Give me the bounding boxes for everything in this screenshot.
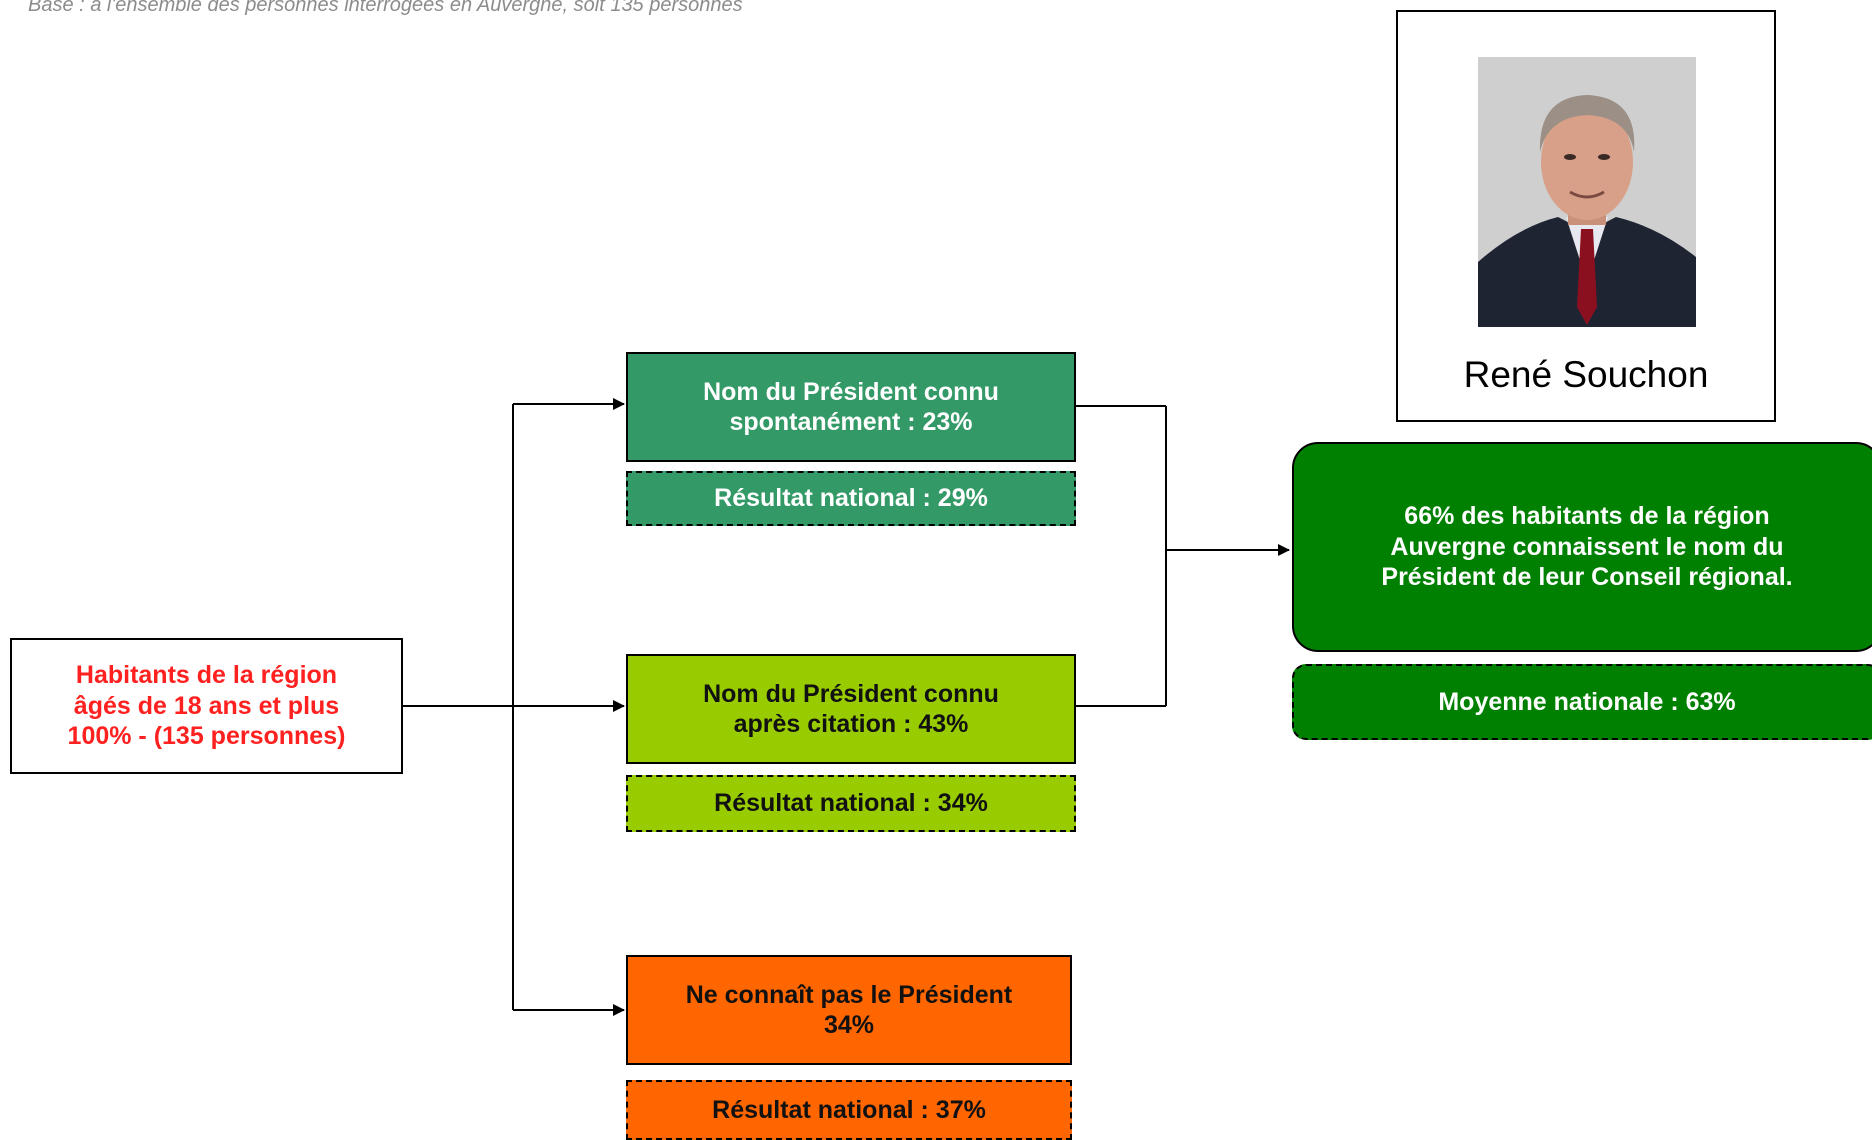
base-note: Base : à l'ensemble des personnes interr… [28,0,743,16]
national-box-unknown: Résultat national : 37% [626,1080,1072,1140]
branch-box-after-citation: Nom du Président connu après citation : … [626,654,1076,764]
population-line: âgés de 18 ans et plus [73,691,340,720]
population-line: 100% - (135 personnes) [67,722,346,751]
branch-line: spontanément : 23% [729,408,973,436]
branch-box-spontaneous: Nom du Président connu spontanément : 23… [626,352,1076,462]
population-line: Habitants de la région [75,661,338,690]
branch-box-unknown: Ne connaît pas le Président 34% [626,955,1072,1065]
branch-line: après citation : 43% [733,710,969,738]
national-box-spontaneous: Résultat national : 29% [626,471,1076,526]
branch-line: Ne connaît pas le Président [685,980,1013,1009]
national-average-box: Moyenne nationale : 63% [1292,664,1872,740]
result-line: Président de leur Conseil régional. [1381,563,1793,592]
branch-line: 34% [823,1011,875,1039]
result-line: Auvergne connaissent le nom du [1390,532,1784,561]
portrait-frame: René Souchon [1396,10,1776,422]
portrait-name: René Souchon [1463,354,1709,395]
branch-line: Nom du Président connu [703,377,999,406]
result-line: 66% des habitants de la région [1404,502,1770,531]
population-box: Habitants de la région âgés de 18 ans et… [10,638,403,774]
portrait-photo [1478,57,1696,327]
result-box: 66% des habitants de la région Auvergne … [1292,442,1872,652]
branch-line: Nom du Président connu [703,679,999,708]
national-box-after-citation: Résultat national : 34% [626,775,1076,832]
